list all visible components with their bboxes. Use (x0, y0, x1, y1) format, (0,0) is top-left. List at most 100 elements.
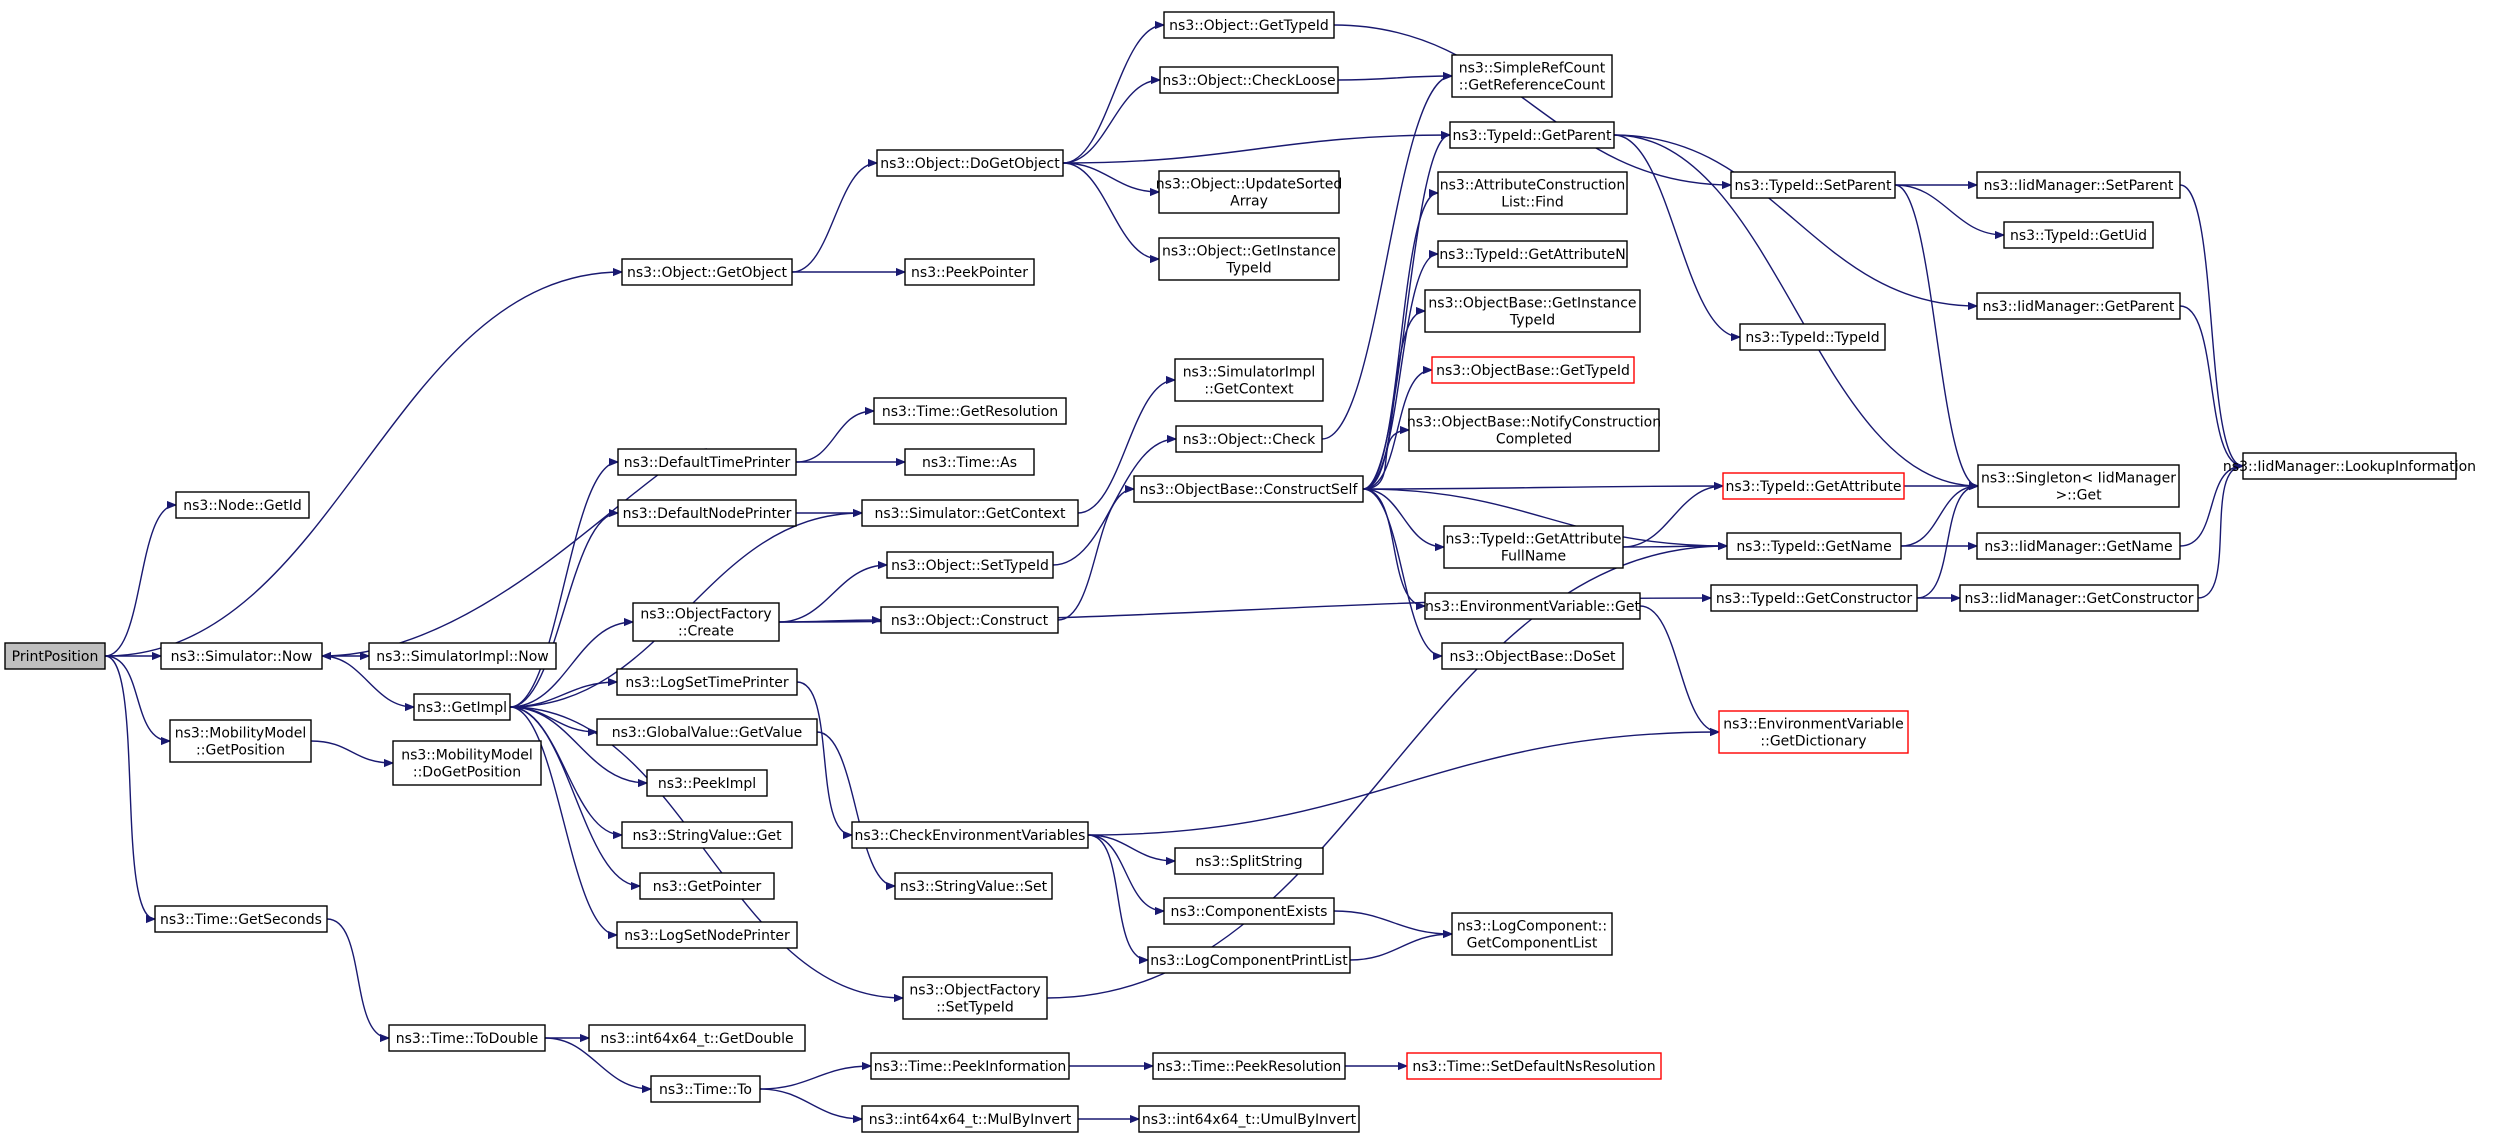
node-objectbase-doset[interactable]: ns3::ObjectBase::DoSet (1441, 642, 1624, 670)
node-checkenvironmentvariables[interactable]: ns3::CheckEnvironmentVariables (851, 821, 1089, 849)
node-box (1424, 592, 1641, 620)
node-object-checkloose[interactable]: ns3::Object::CheckLoose (1159, 66, 1339, 94)
node-box (886, 551, 1054, 579)
node-box (646, 769, 768, 797)
node-object-dogetobject[interactable]: ns3::Object::DoGetObject (876, 149, 1064, 177)
node-typeid-getattribute[interactable]: ns3::TypeId::GetAttribute (1722, 472, 1905, 500)
node-box (870, 1052, 1070, 1080)
node-box (1424, 289, 1641, 333)
node-box (1718, 710, 1909, 754)
node-iidmanager-lookupinformation[interactable]: ns3::IidManager::LookupInformation (2223, 452, 2476, 480)
node-box (1726, 532, 1902, 560)
node-label: ns3::LogComponentPrintList (1150, 953, 1348, 969)
node-logcomponentprintlist[interactable]: ns3::LogComponentPrintList (1147, 946, 1351, 974)
node-label: ns3::AttributeConstruction (1440, 178, 1625, 194)
node-environmentvariable-getdictionary[interactable]: ns3::EnvironmentVariable::GetDictionary (1718, 710, 1909, 754)
node-objectfactory-create[interactable]: ns3::ObjectFactory::Create (632, 602, 780, 642)
node-objectbase-constructself[interactable]: ns3::ObjectBase::ConstructSelf (1133, 475, 1364, 503)
node-box (1158, 170, 1340, 214)
edge-typeid_getattributefullname-to-typeid_getattribute (1622, 486, 1723, 548)
node-simulatorimpl-now[interactable]: ns3::SimulatorImpl::Now (368, 642, 557, 670)
node-logsetnodeprinter[interactable]: ns3::LogSetNodePrinter (616, 921, 798, 949)
node-box (1449, 121, 1615, 149)
node-object-construct[interactable]: ns3::Object::Construct (880, 606, 1059, 634)
node-objectfactory-settypeid[interactable]: ns3::ObjectFactory::SetTypeId (902, 976, 1048, 1020)
node-globalvalue-getvalue[interactable]: ns3::GlobalValue::GetValue (596, 718, 818, 746)
node-time-as[interactable]: ns3::Time::As (904, 448, 1035, 476)
node-printposition[interactable]: PrintPosition (4, 642, 106, 670)
node-typeid-setparent[interactable]: ns3::TypeId::SetParent (1730, 171, 1896, 199)
node-iidmanager-setparent[interactable]: ns3::IidManager::SetParent (1976, 171, 2181, 199)
node-peekpointer[interactable]: ns3::PeekPointer (904, 258, 1035, 286)
node-componentexists[interactable]: ns3::ComponentExists (1163, 897, 1335, 925)
node-label: ns3::Object::Check (1183, 432, 1316, 448)
node-box (154, 905, 328, 933)
node-getimpl[interactable]: ns3::GetImpl (413, 693, 511, 721)
edge-iidmanager_getparent-to-iidmanager_lookupinformation (2179, 305, 2244, 466)
node-box (616, 668, 798, 696)
edge-getimpl-to-logsettimeprinter (509, 682, 617, 708)
node-label: TypeId (1509, 313, 1555, 329)
node-label: ns3::Object::GetTypeId (1169, 18, 1329, 34)
node-getpointer[interactable]: ns3::GetPointer (639, 872, 775, 900)
node-object-gettypeid[interactable]: ns3::Object::GetTypeId (1163, 11, 1335, 39)
node-splitstring[interactable]: ns3::SplitString (1174, 847, 1324, 875)
node-typeid-getname[interactable]: ns3::TypeId::GetName (1726, 532, 1902, 560)
node-object-getobject[interactable]: ns3::Object::GetObject (621, 258, 793, 286)
node-typeid-getattributen[interactable]: ns3::TypeId::GetAttributeN (1437, 240, 1628, 268)
node-time-setdefaultnsresolution[interactable]: ns3::Time::SetDefaultNsResolution (1406, 1052, 1662, 1080)
node-logsettimeprinter[interactable]: ns3::LogSetTimePrinter (616, 668, 798, 696)
node-int64x64-umulbyinvert[interactable]: ns3::int64x64_t::UmulByInvert (1138, 1105, 1360, 1133)
node-typeid-getparent[interactable]: ns3::TypeId::GetParent (1449, 121, 1615, 149)
node-object-settypeid[interactable]: ns3::Object::SetTypeId (886, 551, 1054, 579)
node-time-peekresolution[interactable]: ns3::Time::PeekResolution (1152, 1052, 1346, 1080)
node-label: ns3::MobilityModel (401, 748, 533, 764)
node-stringvalue-set[interactable]: ns3::StringValue::Set (894, 872, 1053, 900)
node-box (1451, 54, 1613, 98)
edge-time_to-to-time_peekinformation (759, 1066, 871, 1090)
node-logcomponent-getcomponentlist[interactable]: ns3::LogComponent::GetComponentList (1451, 912, 1613, 956)
node-peekimpl[interactable]: ns3::PeekImpl (646, 769, 768, 797)
node-defaulttimeprinter[interactable]: ns3::DefaultTimePrinter (617, 448, 797, 476)
node-typeid-getuid[interactable]: ns3::TypeId::GetUid (2003, 221, 2154, 249)
node-singleton-get[interactable]: ns3::Singleton< IidManager >::Get (1977, 464, 2180, 508)
node-box (1441, 642, 1624, 670)
node-iidmanager-getparent[interactable]: ns3::IidManager::GetParent (1976, 292, 2181, 320)
edge-printposition-to-time_getseconds (104, 655, 156, 919)
node-objectbase-notifyconstructioncompleted[interactable]: ns3::ObjectBase::NotifyConstructionCompl… (1407, 408, 1661, 452)
node-object-check[interactable]: ns3::Object::Check (1175, 425, 1323, 453)
node-mobility-getposition[interactable]: ns3::MobilityModel::GetPosition (169, 719, 312, 763)
node-environmentvariable-get[interactable]: ns3::EnvironmentVariable::Get (1424, 592, 1641, 620)
node-simulatorimpl-getcontext[interactable]: ns3::SimulatorImpl::GetContext (1174, 358, 1324, 402)
node-time-peekinformation[interactable]: ns3::Time::PeekInformation (870, 1052, 1070, 1080)
node-label: ns3::ComponentExists (1171, 904, 1328, 920)
node-label: ns3::TypeId::SetParent (1735, 178, 1892, 194)
node-time-getseconds[interactable]: ns3::Time::GetSeconds (154, 905, 328, 933)
node-simulator-now[interactable]: ns3::Simulator::Now (160, 642, 323, 670)
node-simulator-getcontext[interactable]: ns3::Simulator::GetContext (861, 499, 1079, 527)
edge-typeid_getparent-to-singleton_get (1613, 134, 1978, 486)
node-typeid-typeid[interactable]: ns3::TypeId::TypeId (1739, 323, 1886, 351)
node-simplerefcount[interactable]: ns3::SimpleRefCount::GetReferenceCount (1451, 54, 1613, 98)
node-time-getresolution[interactable]: ns3::Time::GetResolution (873, 397, 1067, 425)
node-int64x64-getdouble[interactable]: ns3::int64x64_t::GetDouble (588, 1024, 806, 1052)
node-defaultnodeprinter[interactable]: ns3::DefaultNodePrinter (617, 499, 797, 527)
node-int64x64-mulbyinvert[interactable]: ns3::int64x64_t::MulByInvert (861, 1105, 1079, 1133)
node-objectbase-gettypeid[interactable]: ns3::ObjectBase::GetTypeId (1431, 356, 1635, 384)
node-iidmanager-getconstructor[interactable]: ns3::IidManager::GetConstructor (1959, 584, 2199, 612)
node-label: ns3::Time::PeekInformation (874, 1059, 1067, 1075)
node-label: ns3::ObjectBase::GetTypeId (1436, 363, 1630, 379)
node-typeid-getconstructor[interactable]: ns3::TypeId::GetConstructor (1710, 584, 1918, 612)
node-time-to[interactable]: ns3::Time::To (650, 1075, 761, 1103)
node-iidmanager-getname[interactable]: ns3::IidManager::GetName (1976, 532, 2181, 560)
node-stringvalue-get[interactable]: ns3::StringValue::Get (621, 821, 793, 849)
node-time-todouble[interactable]: ns3::Time::ToDouble (388, 1024, 546, 1052)
node-mobility-dogetposition[interactable]: ns3::MobilityModel::DoGetPosition (392, 740, 542, 786)
node-node-getid[interactable]: ns3::Node::GetId (175, 491, 310, 519)
edge-checkenvironmentvariables-to-componentexists (1087, 834, 1164, 911)
